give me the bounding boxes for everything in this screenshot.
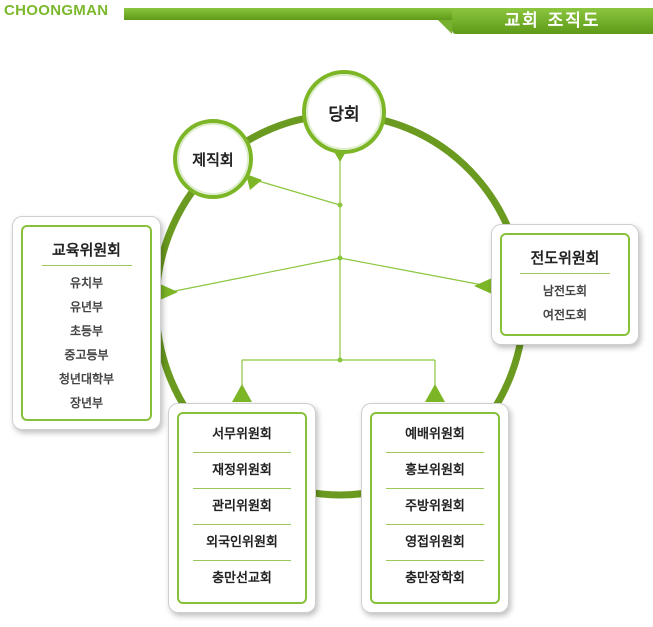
left-committee-item: 외국인위원회 — [193, 525, 291, 561]
right-group-arrow — [425, 384, 445, 402]
education-item: 중고등부 — [64, 348, 109, 362]
right-committee-box: 예배위원회 홍보위원회 주방위원회 영접위원회 충만장학회 — [361, 403, 509, 613]
session-label: 당회 — [328, 104, 360, 125]
evangelism-item: 여전도회 — [542, 308, 588, 322]
left-committee-item: 충만선교회 — [212, 571, 272, 586]
left-committee-item: 관리위원회 — [193, 489, 291, 525]
evangelism-committee-title: 전도위원회 — [530, 249, 600, 267]
mission-arrow — [474, 278, 492, 294]
education-item: 장년부 — [69, 396, 104, 410]
education-item: 유치부 — [69, 276, 104, 290]
right-committee-item: 주방위원회 — [386, 489, 484, 525]
brand-logo-text: CHOONGMAN — [4, 2, 109, 19]
right-committee-item: 홍보위원회 — [386, 453, 484, 489]
education-item: 초등부 — [69, 324, 104, 338]
divider — [41, 265, 132, 266]
deacon-council-node: 제직회 — [173, 119, 253, 199]
evangelism-item: 남전도회 — [542, 284, 588, 298]
evangelism-committee-box: 전도위원회 남전도회 여전도회 — [491, 224, 639, 345]
education-item: 유년부 — [69, 300, 104, 314]
junction-dots — [337, 202, 343, 363]
right-committee-item: 영접위원회 — [386, 525, 484, 561]
session-node: 당회 — [302, 70, 386, 154]
connector-lines — [169, 150, 489, 390]
left-committee-item: 재정위원회 — [193, 453, 291, 489]
deacon-council-label: 제직회 — [192, 150, 234, 169]
left-committee-box: 서무위원회 재정위원회 관리위원회 외국인위원회 충만선교회 — [168, 403, 316, 613]
left-committee-item: 서무위원회 — [193, 417, 291, 453]
education-committee-box: 교육위원회 유치부 유년부 초등부 중고등부 청년대학부 장년부 — [12, 216, 161, 430]
education-item: 청년대학부 — [58, 372, 115, 386]
jejik-arrow — [246, 174, 262, 190]
page-title: 교회 조직도 — [438, 8, 653, 34]
education-committee-title: 교육위원회 — [51, 241, 121, 259]
divider — [520, 273, 610, 274]
right-committee-item: 충만장학회 — [405, 571, 465, 586]
left-group-arrow — [232, 384, 252, 402]
right-committee-item: 예배위원회 — [386, 417, 484, 453]
education-arrow — [160, 284, 178, 300]
connector-arrows — [160, 150, 492, 402]
